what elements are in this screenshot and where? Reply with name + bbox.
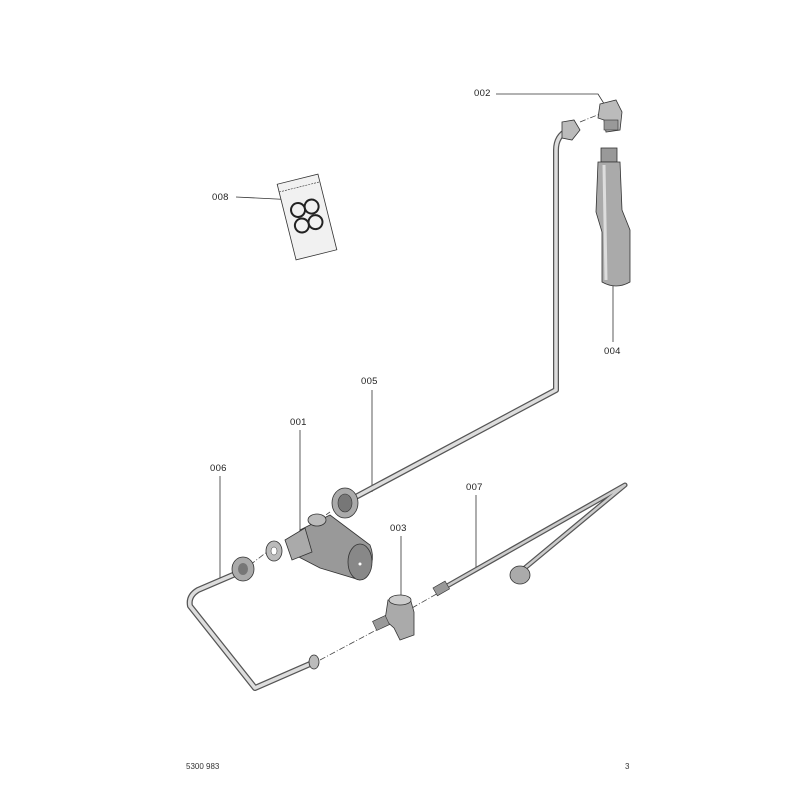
part-label-008: 008	[212, 192, 229, 203]
pipe-005	[331, 119, 581, 519]
hose-007	[432, 482, 628, 597]
part-label-006: 006	[210, 463, 227, 474]
page-number: 3	[625, 762, 630, 771]
seal-bag-008	[276, 173, 338, 261]
pipe-006	[186, 556, 320, 691]
part-label-005: 005	[361, 376, 378, 387]
part-label-004: 004	[604, 346, 621, 357]
pump-001	[265, 513, 373, 581]
part-label-001: 001	[290, 417, 307, 428]
leader-002	[496, 93, 609, 111]
part-label-002: 002	[474, 88, 491, 99]
elbow-002	[597, 99, 623, 133]
part-label-007: 007	[466, 482, 483, 493]
part-label-003: 003	[390, 523, 407, 534]
document-number: 5300 983	[186, 762, 220, 771]
filter-004	[595, 147, 631, 287]
valve-003	[372, 594, 415, 641]
